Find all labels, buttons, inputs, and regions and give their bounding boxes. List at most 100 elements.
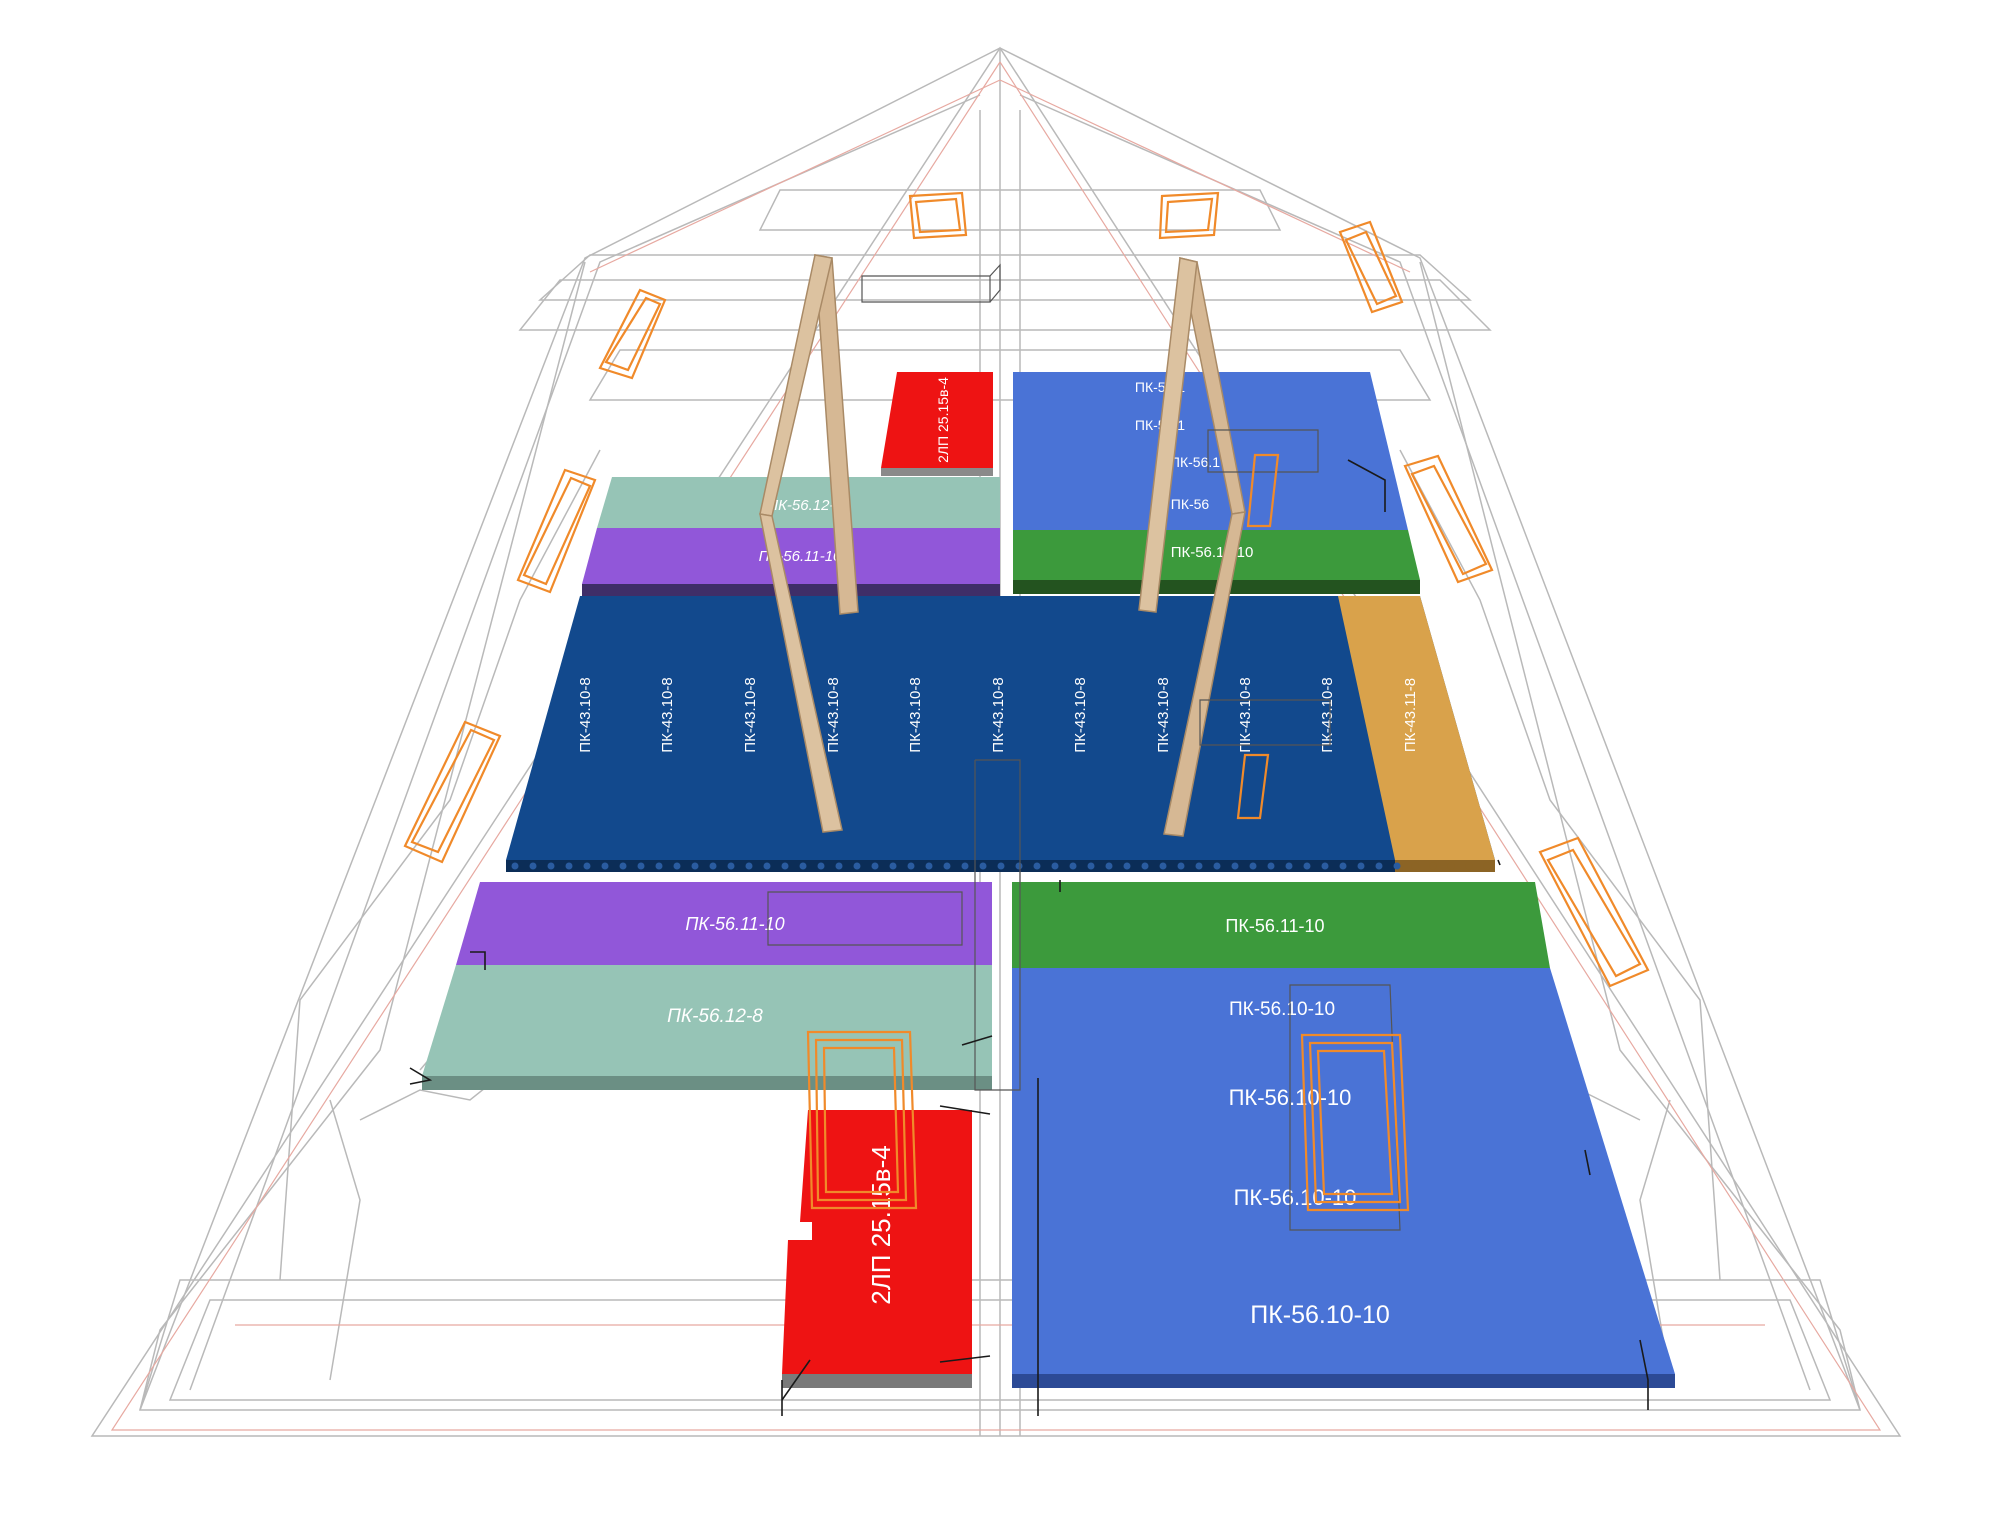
hollow-core (943, 862, 951, 870)
slab-group-middle: ПК-43.10-8 ПК-43.10-8 ПК-43.10-8 ПК-43.10-8… (506, 596, 1495, 872)
slab-label-middle-9: ПК-43.10-8 (1237, 677, 1254, 752)
hollow-core (1231, 862, 1239, 870)
hollow-core (1429, 862, 1437, 870)
slab-group-lower-left: ПК-56.11-10 ПК-56.12-8 (422, 882, 992, 1090)
hollow-core (1051, 862, 1059, 870)
hollow-core (781, 862, 789, 870)
hollow-core (1195, 862, 1203, 870)
roof-window-left-1 (598, 288, 667, 380)
hollow-core (1087, 862, 1095, 870)
hollow-core (1465, 862, 1473, 870)
shaft-wireframes (767, 263, 1401, 1231)
hollow-core (1033, 862, 1041, 870)
hollow-core (961, 862, 969, 870)
slab-label-red-lower: 2ЛП 25.15в-4 (866, 1145, 896, 1304)
roof-windows (403, 191, 1650, 1212)
hollow-core (745, 862, 753, 870)
slab-red-upper (881, 372, 993, 468)
hollow-core (1411, 862, 1419, 870)
roof-window-left-2 (516, 468, 597, 594)
hollow-core (799, 862, 807, 870)
slab-label-blue-upper-4: ПК-56 (1171, 496, 1210, 512)
hollow-core (889, 862, 897, 870)
hollow-core (979, 862, 987, 870)
slab-label-middle-10: ПК-43.10-8 (1319, 677, 1336, 752)
hollow-core (853, 862, 861, 870)
hollow-core (1321, 862, 1329, 870)
slab-label-blue-lower-4: ПК-56.10-10 (1250, 1301, 1390, 1329)
hollow-core (1339, 862, 1347, 870)
hollow-core (655, 862, 663, 870)
slab-label-purple-lower: ПК-56.11-10 (685, 914, 784, 934)
hollow-core (1375, 862, 1383, 870)
roof-window-top-right (1158, 191, 1220, 240)
hollow-core (835, 862, 843, 870)
hollow-core (1177, 862, 1185, 870)
roof-window-lower-left-shaft (806, 1030, 918, 1210)
hollow-core (727, 862, 735, 870)
slab-mint-upper (597, 477, 1000, 528)
slab-label-middle-3: ПК-43.10-8 (742, 677, 759, 752)
slab-label-green-upper: ПК-56.11-10 (1171, 544, 1254, 561)
slab-red-lower (782, 1110, 972, 1374)
slab-green-lower (1012, 882, 1550, 968)
hollow-core (619, 862, 627, 870)
slab-group-lower-red: 2ЛП 25.15в-4 (782, 1110, 972, 1388)
slab-label-blue-lower-3: ПК-56.10-10 (1234, 1185, 1357, 1210)
slab-edge-cores (511, 862, 1491, 870)
slab-label-mint-lower: ПК-56.12-8 (667, 1006, 763, 1027)
slab-label-middle-2: ПК-43.10-8 (659, 677, 676, 752)
slab-label-middle-5: ПК-43.10-8 (907, 677, 924, 752)
hollow-core (709, 862, 717, 870)
slab-group-lower-right: ПК-56.11-10 ПК-56.10-10ПК-56.10-10ПК-56.… (1012, 882, 1675, 1388)
hollow-core (691, 862, 699, 870)
slab-blue-upper (1013, 372, 1408, 530)
hollow-core (1303, 862, 1311, 870)
hollow-core (1249, 862, 1257, 870)
slab-green-upper (1013, 530, 1420, 580)
roof-window-top-left (908, 191, 968, 240)
slab-group-upper-left: 2ЛП 25.15в-4 ПК-56.12-8 ПК-56.11-10 (582, 372, 1000, 596)
hollow-core (871, 862, 879, 870)
slab-label-middle-4: ПК-43.10-8 (825, 677, 842, 752)
hollow-core (637, 862, 645, 870)
hollow-core (1141, 862, 1149, 870)
slab-label-middle-8: ПК-43.10-8 (1155, 677, 1172, 752)
slab-tan-middle (1338, 596, 1495, 860)
hollow-core (583, 862, 591, 870)
slab-blue-lower (1012, 968, 1675, 1374)
hollow-core (1105, 862, 1113, 870)
hollow-core (1069, 862, 1077, 870)
slab-label-mint-upper: ПК-56.12-8 (767, 497, 843, 514)
roof-window-right-2 (1403, 454, 1494, 584)
roof-window-left-3 (403, 720, 502, 864)
hollow-core (997, 862, 1005, 870)
hollow-core (1213, 862, 1221, 870)
slab-purple-upper (582, 528, 1000, 584)
slab-label-green-lower: ПК-56.11-10 (1225, 916, 1324, 936)
slab-label-blue-lower-1: ПК-56.10-10 (1229, 999, 1335, 1020)
roof-window-right-3 (1538, 836, 1650, 988)
timber-frames (759, 254, 1246, 837)
middle-row-labels: ПК-43.10-8 ПК-43.10-8 ПК-43.10-8 ПК-43.10-8… (577, 677, 1336, 752)
hollow-core (817, 862, 825, 870)
hollow-core (1357, 862, 1365, 870)
hollow-core (907, 862, 915, 870)
hollow-core (1393, 862, 1401, 870)
hollow-core (1123, 862, 1131, 870)
roof-window-right-1 (1338, 220, 1404, 314)
hollow-core (529, 862, 537, 870)
hollow-core (1267, 862, 1275, 870)
hollow-core (673, 862, 681, 870)
slab-label-blue-upper-3: ПК-56.1 (1170, 454, 1220, 470)
slab-blue-middle (506, 596, 1495, 860)
slab-label-red-upper: 2ЛП 25.15в-4 (935, 377, 951, 463)
slab-label-middle-7: ПК-43.10-8 (1072, 677, 1089, 752)
hollow-core (1015, 862, 1023, 870)
beam-left-front (759, 513, 843, 833)
hollow-core (547, 862, 555, 870)
hollow-core (1447, 862, 1455, 870)
hollow-core (601, 862, 609, 870)
